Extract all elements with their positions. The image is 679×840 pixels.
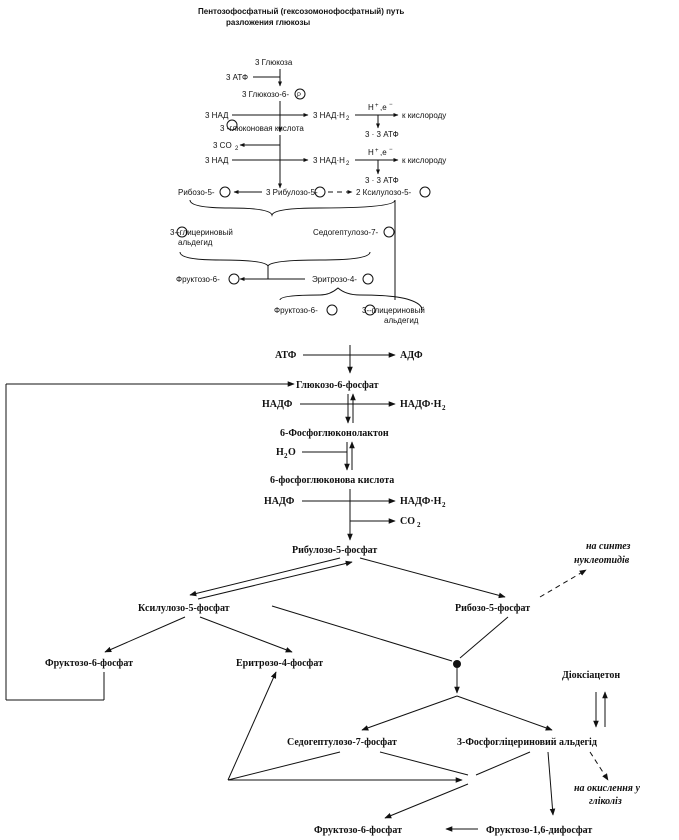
bottom-gluconic: 6-фосфоглюконова кислота [270,475,394,486]
arrow-ribulose-xylulose [189,557,341,597]
arrow-to-fructose-final [384,783,469,819]
bottom-glyc-line1: на окислення у [574,783,640,794]
top-glucose: 3 Глюкоза [255,58,293,67]
top-sedo: Седогептулозо-7- [313,228,379,237]
bottom-nadf1: НАДФ [262,399,293,410]
arrow-ribulose-ribose [359,557,506,599]
top-gald2-line1: 3--глицериновый [362,306,425,315]
top-g6p: 3 Глюкозо-6- [242,90,289,99]
bottom-dhap: Діоксіацетон [562,670,620,681]
brace-1 [189,199,396,217]
bottom-atf: АТФ [275,350,297,361]
arrow-to-nucleotides [539,569,587,598]
top-gald-line1: 3--глицериновый [170,228,233,237]
arrow-gald-fbp [547,751,556,816]
brace-3 [279,287,423,311]
top-he1: H [368,103,374,112]
top-gluconic: 3 -глюконовая кислота [220,124,304,133]
svg-text:,e: ,e [380,103,387,112]
svg-text:−: − [389,102,393,108]
top-atp-out2: 3 · 3 АТФ [365,176,399,185]
top-atp-out1: 3 · 3 АТФ [365,130,399,139]
top-atp: 3 АТФ [226,73,248,82]
arrow-to-gald [456,695,553,731]
top-to-oxygen1: к кислороду [402,111,446,120]
arrow-xylulose-ribulose [197,560,353,600]
bottom-scheme: АТФ АДФ Глюкозо-6-фосфат НАДФ НАДФ·Н 2 6… [5,345,640,836]
bottom-nadf2: НАДФ [264,496,295,507]
top-scheme: Пентозофосфатный (гексозомонофосфатный) … [170,7,446,325]
bottom-glyc-line2: гліколіз [589,796,622,807]
bottom-nadfh2: НАДФ·Н [400,496,442,507]
top-nad1: 3 НАД [205,111,229,120]
svg-text:2: 2 [442,404,446,412]
top-title-line2: разложения глюкозы [226,18,310,27]
top-ribose: Рибозо-5- [178,188,215,197]
bottom-nucl-line1: на синтез [586,541,631,552]
bottom-h2o: H [276,447,284,458]
top-ribulose: 3 Рибулозо-5- [266,188,318,197]
bottom-fructose6p-final: Фруктозо-6-фосфат [314,825,402,836]
top-nadh2: 3 НАД·Н [313,156,345,165]
junction-node [453,660,461,668]
bottom-co2: CO [400,516,415,527]
svg-text:2: 2 [346,161,350,167]
arrow-to-glycolysis [589,751,609,781]
svg-text:2: 2 [235,146,239,152]
svg-text:2: 2 [417,521,421,529]
arrow-to-sedo [361,695,458,731]
bottom-nucl-line2: нуклеотидів [574,555,630,566]
bottom-fructose6p: Фруктозо-6-фосфат [45,658,133,669]
line-ribose-node [459,616,509,659]
line-xylulose-node [271,605,453,662]
svg-text:+: + [375,148,379,154]
top-title-line1: Пентозофосфатный (гексозомонофосфатный) … [198,7,404,16]
top-gald2-line2: альдегид [384,316,419,325]
top-fructose1: Фруктозо-6- [176,275,220,284]
bottom-ribose: Рибозо-5-фосфат [455,603,530,614]
top-erythrose: Эритрозо-4- [312,275,357,284]
bottom-ribulose: Рибулозо-5-фосфат [292,545,377,556]
svg-text:O: O [288,447,296,458]
top-co2: 3 CO [213,141,232,150]
bottom-xylulose: Ксилулозо-5-фосфат [138,603,230,614]
bottom-gald: 3-Фосфогліцериновий альдегід [457,737,597,748]
top-gald-line2: альдегид [178,238,213,247]
svg-text:−: − [389,147,393,153]
top-he2: H [368,148,374,157]
top-nad2: 3 НАД [205,156,229,165]
top-to-oxygen2: к кислороду [402,156,446,165]
top-nadh1: 3 НАД·Н [313,111,345,120]
svg-text:,e: ,e [380,148,387,157]
bottom-erythrose: Еритрозо-4-фосфат [236,658,323,669]
bottom-adf: АДФ [400,350,423,361]
top-fructose2: Фруктозо-6- [274,306,318,315]
bottom-lactone: 6-Фосфоглюконолактон [280,428,389,439]
bottom-sedo: Седогептулозо-7-фосфат [287,737,397,748]
arrow-to-erythrose [227,671,277,781]
arrow-xylulose-erythrose [199,616,293,653]
svg-text:2: 2 [442,501,446,509]
svg-text:2: 2 [284,452,288,460]
brace-2 [179,251,371,268]
p-sym: Р [297,93,301,99]
svg-text:+: + [375,103,379,109]
p-circle-g6p [294,88,306,100]
arrow-xylulose-fructose [104,616,186,653]
top-two-xylulose: 2 Ксилулозо-5- [356,188,412,197]
bottom-g6p: Глюкозо-6-фосфат [296,380,379,391]
svg-text:2: 2 [346,116,350,122]
bottom-nadfh1: НАДФ·Н [400,399,442,410]
bottom-fbp: Фруктозо-1,6-дифосфат [486,825,592,836]
